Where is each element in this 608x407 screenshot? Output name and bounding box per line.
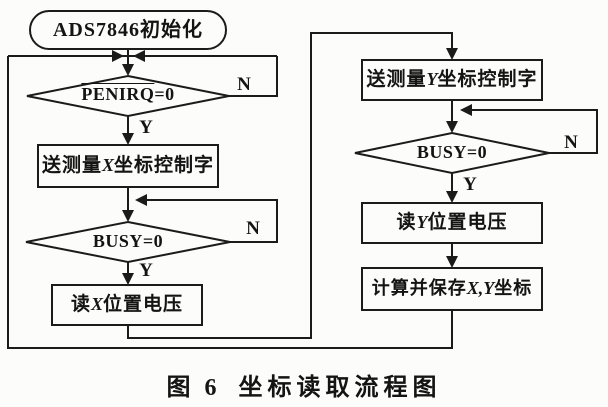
- feedback-loop-line: [7, 56, 453, 349]
- send-y-var: Y: [426, 69, 438, 90]
- send-y-post: 坐标控制字: [437, 68, 538, 90]
- busy-x-no-label: N: [246, 217, 260, 239]
- arrowhead-into-ready: [446, 191, 458, 203]
- arrowhead-into-sendx: [122, 133, 134, 145]
- busyy-no-loop-line: [464, 109, 598, 154]
- arrowhead-into-busyy: [446, 121, 458, 133]
- calc-save-post: 坐标: [494, 278, 533, 299]
- arrowhead-junction-left: [133, 50, 145, 62]
- send-x-pre: 送测量: [41, 154, 102, 176]
- penirq-condition-label: PENIRQ=0: [28, 83, 228, 107]
- figure-caption-title: 坐标读取流程图: [238, 375, 442, 401]
- busy-y-no-label: N: [564, 131, 578, 153]
- calc-save-var: X,Y: [466, 278, 495, 299]
- busy-x-condition-label: BUSY=0: [92, 231, 164, 252]
- busyx-no-loop-line: [139, 199, 278, 243]
- penirq-signal-text: PENIRQ: [81, 84, 155, 105]
- read-y-var: Y: [416, 212, 428, 233]
- send-y-pre: 送测量: [366, 68, 427, 90]
- arrowhead-into-readx: [122, 273, 134, 285]
- arrowhead-into-calc: [446, 256, 458, 268]
- connector-readx-to-sendy: [127, 32, 453, 339]
- read-x-post: 位置电压: [103, 293, 184, 315]
- busy-x-yes-label: Y: [139, 259, 153, 281]
- figure-caption-number: 图 6: [166, 375, 221, 401]
- penirq-no-label: N: [237, 73, 251, 95]
- calc-save-pre: 计算并保存: [371, 278, 467, 299]
- penirq-no-loop-line: [229, 56, 278, 97]
- busy-y-yes-label: Y: [463, 173, 477, 195]
- read-y-post: 位置电压: [427, 211, 508, 233]
- arrowhead-into-busyx: [122, 210, 134, 222]
- read-x-var: X: [90, 294, 103, 315]
- busy-y-condition-label: BUSY=0: [416, 142, 488, 163]
- start-label: ADS7846初始化: [52, 19, 203, 41]
- arrowhead-junction-right: [112, 50, 124, 62]
- read-y-pre: 读: [396, 211, 417, 233]
- figure-caption: 图 6 坐标读取流程图: [0, 367, 608, 402]
- read-x-pre: 读: [70, 293, 91, 315]
- arrowhead-busyy-return: [460, 104, 472, 116]
- arrowhead-into-penirq: [122, 64, 134, 76]
- arrowhead-into-sendy: [446, 48, 458, 60]
- send-x-post: 坐标控制字: [114, 154, 215, 176]
- penirq-yes-label: Y: [139, 116, 153, 138]
- penirq-suffix-text: =0: [154, 84, 175, 105]
- send-x-var: X: [101, 155, 114, 176]
- arrowhead-busyx-return: [135, 194, 147, 206]
